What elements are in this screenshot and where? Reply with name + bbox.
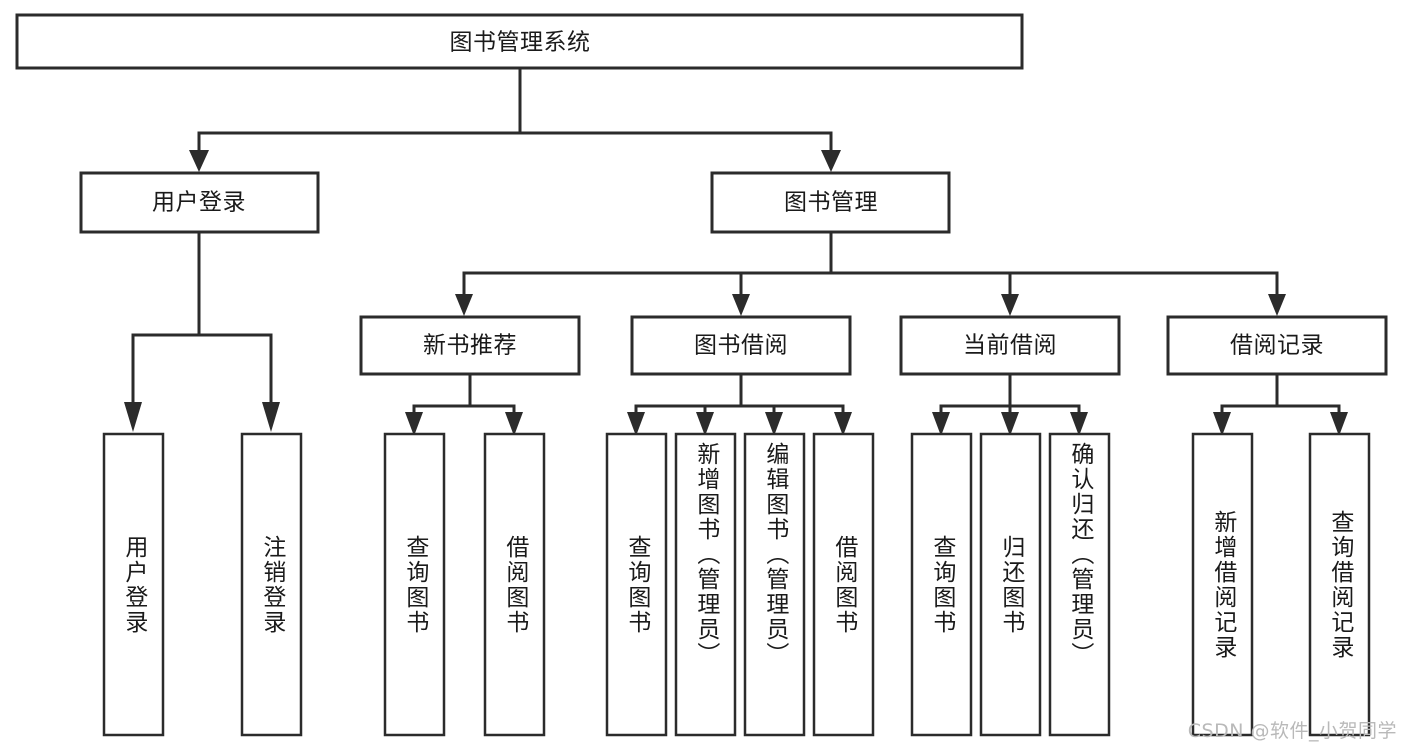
leaf-return-book-label: 归还图书 [997,534,1024,635]
arrow-head-leaf-query-book-2 [627,412,645,436]
leaf-user-login-label: 用户登录 [120,534,147,635]
node-book-manage-box[interactable] [710,171,951,234]
leaf-return-book-cell[interactable]: 归还图书 [981,434,1040,735]
leaf-query-book-1-label: 查询图书 [401,534,428,635]
node-new-book-recommend-label: 新书推荐 [423,333,517,359]
node-borrow-record-label: 借阅记录 [1230,333,1324,359]
node-new-book-recommend-box[interactable] [359,315,581,376]
arrow-head-leaf-borrow-book-1 [505,412,523,436]
leaf-user-login-cell[interactable]: 用户登录 [104,434,163,735]
arrow-head-leaf-query-book-3 [932,412,950,436]
arrow-head-user-login [189,150,209,172]
leaf-query-book-2-cell[interactable]: 查询图书 [607,434,666,735]
leaf-confirm-return-cell[interactable]: 确认归还（管理员） [1050,434,1109,735]
leaf-query-book-1-cell[interactable]: 查询图书 [385,434,444,735]
leaf-borrow-book-1-cell[interactable]: 借阅图书 [485,434,544,735]
arrow-head-book-borrow [732,294,750,316]
arrow-head-new-book-recommend [455,294,473,316]
leaf-add-book-label: 新增图书（管理员） [692,442,719,667]
node-root-label: 图书管理系统 [450,30,591,56]
node-user-login-label: 用户登录 [152,190,246,216]
node-book-borrow-label: 图书借阅 [694,333,788,359]
connector-group [124,66,1348,436]
leaf-confirm-return-box[interactable] [1048,432,1111,737]
arrow-head-borrow-record [1268,294,1286,316]
node-user-login-box[interactable] [79,171,320,234]
arrow-head-leaf-query-book-1 [405,412,423,436]
leaf-query-record-box[interactable] [1308,432,1371,737]
leaf-query-book-1-box[interactable] [383,432,446,737]
arrow-head-leaf-edit-book [765,412,783,436]
leaf-query-record-cell[interactable]: 查询借阅记录 [1310,434,1369,735]
leaf-query-book-2-box[interactable] [605,432,668,737]
leaf-borrow-book-1-box[interactable] [483,432,546,737]
leaf-logout-box[interactable] [240,432,303,737]
leaf-query-book-2-label: 查询图书 [623,534,650,635]
node-box-group: 图书管理系统 用户登录 图书管理 新书推荐 图书借阅 当前借阅 借阅记录 [15,13,1388,737]
leaf-query-book-3-label: 查询图书 [928,534,955,635]
leaf-query-book-3-box[interactable] [910,432,973,737]
arrow-head-leaf-logout [262,402,280,432]
node-borrow-record-box[interactable] [1166,315,1388,376]
arrow-head-leaf-confirm-return [1070,412,1088,436]
node-book-manage-label: 图书管理 [784,190,878,216]
leaf-edit-book-cell[interactable]: 编辑图书（管理员） [745,434,804,735]
arrow-head-leaf-borrow-book-2 [834,412,852,436]
node-current-borrow-box[interactable] [899,315,1121,376]
leaf-borrow-book-2-cell[interactable]: 借阅图书 [814,434,873,735]
leaf-borrow-book-2-box[interactable] [812,432,875,737]
watermark-text: CSDN @软件_小贺同学 [1187,720,1397,742]
arrow-head-book-manage [821,150,841,172]
leaf-add-record-box[interactable] [1191,432,1254,737]
arrow-head-current-borrow [1001,294,1019,316]
leaf-query-book-3-cell[interactable]: 查询图书 [912,434,971,735]
arrow-head-leaf-query-record [1330,412,1348,436]
leaf-edit-book-box[interactable] [743,432,806,737]
node-current-borrow-label: 当前借阅 [963,333,1057,359]
node-book-borrow-box[interactable] [630,315,852,376]
leaf-add-book-box[interactable] [674,432,737,737]
leaf-add-record-cell[interactable]: 新增借阅记录 [1193,434,1252,735]
leaf-logout-label: 注销登录 [258,534,285,635]
arrow-head-leaf-add-record [1213,412,1231,436]
leaf-add-record-label: 新增借阅记录 [1209,509,1236,660]
leaf-add-book-cell[interactable]: 新增图书（管理员） [676,434,735,735]
leaf-edit-book-label: 编辑图书（管理员） [761,442,788,667]
leaf-borrow-book-2-label: 借阅图书 [830,534,857,635]
arrow-head-leaf-user-login [124,402,142,432]
leaf-logout-cell[interactable]: 注销登录 [242,434,301,735]
leaf-user-login-box[interactable] [102,432,165,737]
leaf-query-record-label: 查询借阅记录 [1326,509,1353,660]
arrow-head-leaf-add-book [696,412,714,436]
node-root-box[interactable] [15,13,1024,70]
leaf-borrow-book-1-label: 借阅图书 [501,534,528,635]
leaf-confirm-return-label: 确认归还（管理员） [1066,442,1093,667]
leaf-return-book-box[interactable] [979,432,1042,737]
arrow-head-leaf-return-book [1001,412,1019,436]
